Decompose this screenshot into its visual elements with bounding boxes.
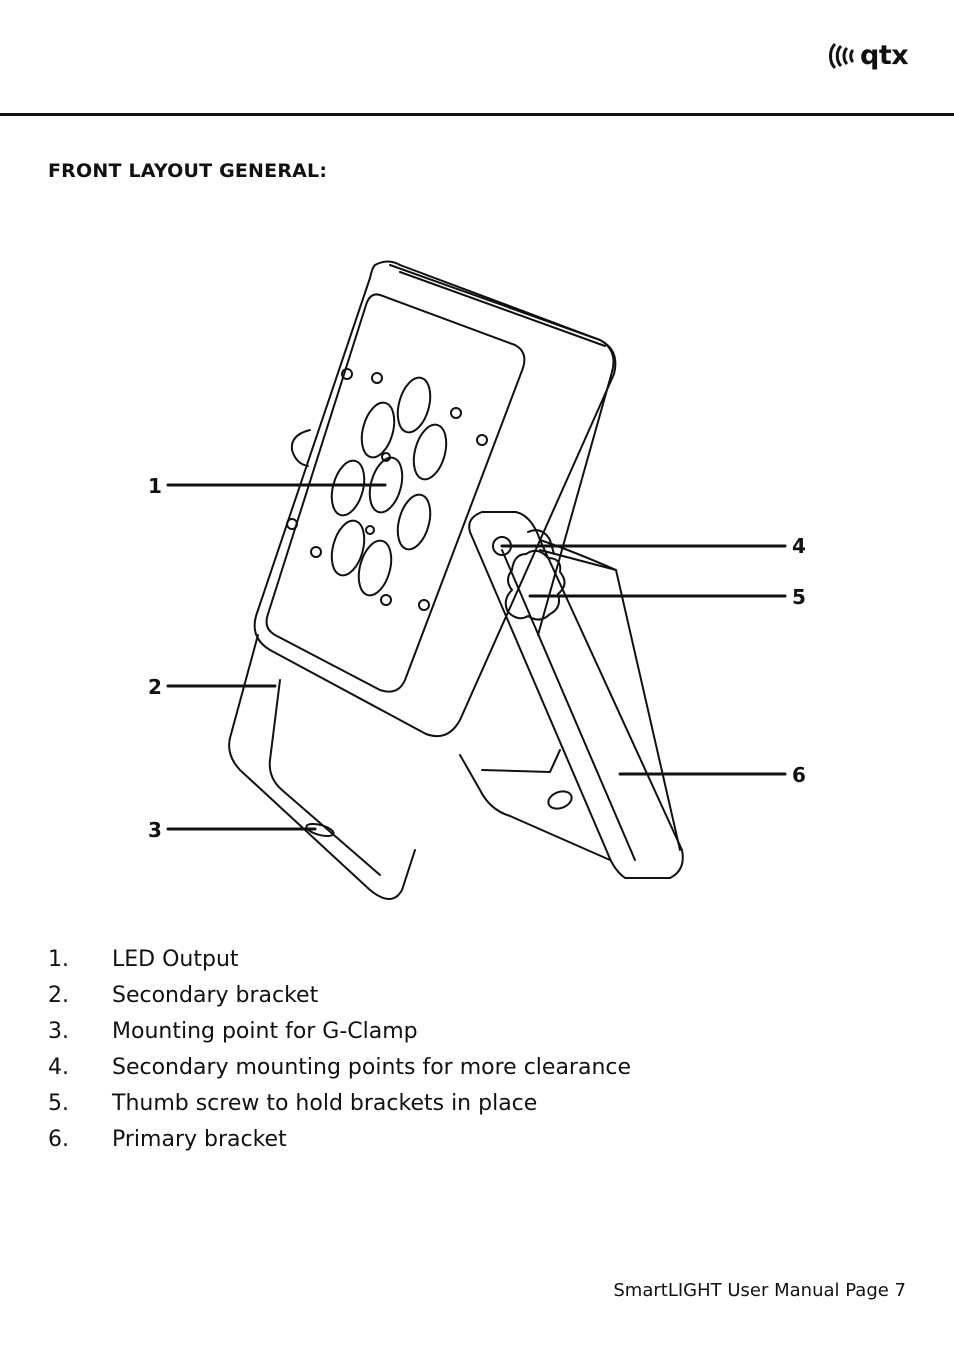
qtx-wave-logo-icon (829, 42, 855, 70)
fixture-diagram: 1 2 3 4 5 6 (130, 250, 830, 920)
fixture-line-drawing (166, 260, 787, 900)
page-footer: SmartLIGHT User Manual Page 7 (613, 1280, 906, 1301)
legend-item: 3. Mounting point for G-Clamp (48, 1014, 631, 1050)
legend-item: 1. LED Output (48, 942, 631, 978)
brand-logo: qtx (826, 38, 910, 74)
legend-item: 2. Secondary bracket (48, 978, 631, 1014)
legend-item: 4. Secondary mounting points for more cle… (48, 1050, 631, 1086)
parts-legend: 1. LED Output 2. Secondary bracket 3. Mount… (48, 942, 631, 1158)
brand-name: qtx (860, 40, 909, 71)
legend-number: 2. (48, 983, 69, 1008)
callout-4: 4 (792, 534, 806, 558)
callout-3: 3 (148, 818, 162, 842)
legend-number: 5. (48, 1091, 69, 1116)
legend-item: 5. Thumb screw to hold brackets in place (48, 1086, 631, 1122)
legend-number: 3. (48, 1019, 69, 1044)
callout-1: 1 (148, 474, 162, 498)
header-divider (0, 113, 954, 116)
legend-number: 6. (48, 1127, 69, 1152)
section-title: FRONT LAYOUT GENERAL: (48, 160, 328, 182)
legend-text: LED Output (112, 947, 239, 972)
legend-text: Mounting point for G-Clamp (112, 1019, 418, 1044)
legend-number: 1. (48, 947, 69, 972)
legend-text: Primary bracket (112, 1127, 287, 1152)
legend-number: 4. (48, 1055, 69, 1080)
callout-2: 2 (148, 675, 162, 699)
legend-text: Secondary bracket (112, 983, 319, 1008)
legend-text: Thumb screw to hold brackets in place (112, 1091, 538, 1116)
legend-text: Secondary mounting points for more clear… (112, 1055, 632, 1080)
legend-item: 6. Primary bracket (48, 1122, 631, 1158)
callout-6: 6 (792, 763, 806, 787)
callout-5: 5 (792, 585, 806, 609)
